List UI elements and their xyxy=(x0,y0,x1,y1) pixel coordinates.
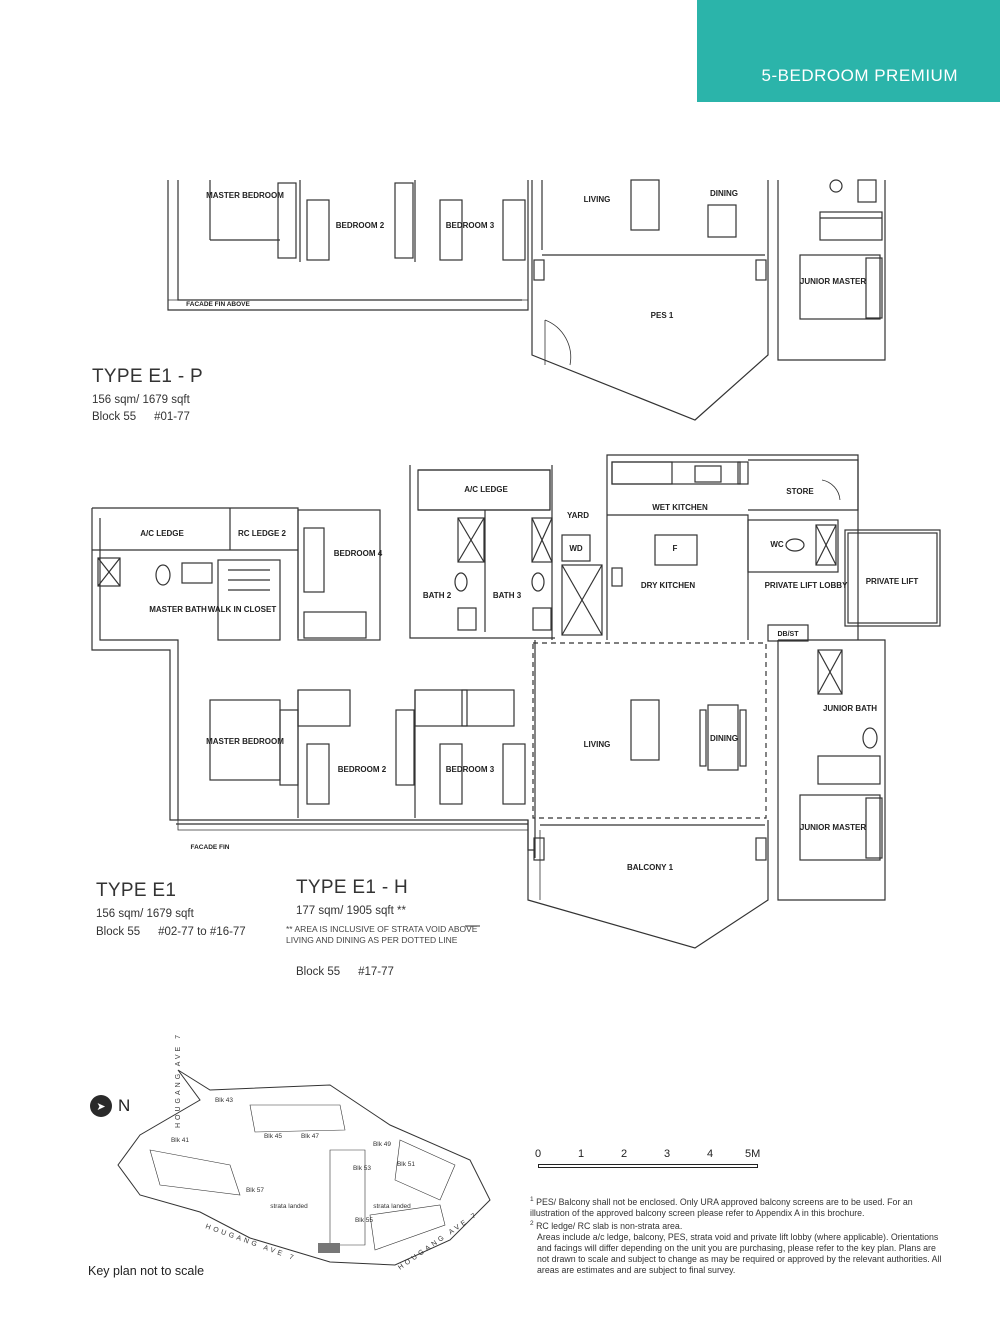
header-banner: 5-BEDROOM PREMIUM xyxy=(697,0,1000,102)
top-junior-master-label: JUNIOR MASTER xyxy=(800,277,866,286)
ac-ledge-top-label: A/C LEDGE xyxy=(464,485,508,494)
keyplan-blk45: Blk 45 xyxy=(264,1133,282,1140)
footnote-2-mark: 2 xyxy=(530,1220,534,1227)
north-arrow-icon: ➤ xyxy=(90,1095,112,1117)
master-bedroom-label: MASTER BEDROOM xyxy=(206,737,284,746)
master-bath-label: MASTER BATH xyxy=(149,605,207,614)
keyplan-blk51: Blk 51 xyxy=(397,1161,415,1168)
ac-ledge-left-label: A/C LEDGE xyxy=(140,529,184,538)
keyplan-caption: Key plan not to scale xyxy=(88,1264,205,1278)
type-e1-block-line: Block 55 #02-77 to #16-77 xyxy=(96,926,246,938)
rc-ledge-label: RC LEDGE 2 xyxy=(238,529,287,538)
fridge-label: F xyxy=(673,544,678,553)
top-bedroom3-label: BEDROOM 3 xyxy=(446,221,495,230)
keyplan-blk57: Blk 57 xyxy=(246,1187,264,1194)
scale-label-0: 0 xyxy=(535,1148,542,1160)
footnote-1: 1 PES/ Balcony shall not be enclosed. On… xyxy=(530,1194,948,1219)
wc-label: WC xyxy=(770,540,784,549)
bedroom3-label: BEDROOM 3 xyxy=(446,765,495,774)
scale-label-1: 1 xyxy=(578,1148,585,1160)
bath2-label: BATH 2 xyxy=(423,591,452,600)
wd-label: WD xyxy=(569,544,583,553)
type-e1-area: 156 sqm/ 1679 sqft xyxy=(96,908,194,920)
keyplan-strata-2: strata landed xyxy=(373,1203,411,1210)
scale-label-5: 5M xyxy=(745,1148,761,1160)
balcony-label: BALCONY 1 xyxy=(627,863,674,872)
keyplan-blk53: Blk 53 xyxy=(353,1165,371,1172)
walk-in-closet-label: WALK IN CLOSET xyxy=(208,605,277,614)
page-title: 5-BEDROOM PREMIUM xyxy=(761,66,958,85)
footnote-2-text: RC ledge/ RC slab is non-strata area. xyxy=(536,1220,683,1231)
north-label: N xyxy=(118,1096,131,1115)
note-leader-line xyxy=(465,925,480,927)
scale-bar-line xyxy=(538,1164,758,1168)
yard-label: YARD xyxy=(567,511,589,520)
living-label: LIVING xyxy=(584,740,611,749)
type-e1h-units: #17-77 xyxy=(358,966,394,978)
keyplan-road-south: HOUGANG AVE 7 xyxy=(204,1223,297,1262)
footnote-1-mark: 1 xyxy=(530,1196,534,1203)
type-e1h-area: 177 sqm/ 1905 sqft ** xyxy=(296,905,406,917)
type-e1-block: Block 55 xyxy=(96,926,141,938)
top-living-label: LIVING xyxy=(584,195,611,204)
type-e1-units: #02-77 to #16-77 xyxy=(158,926,246,938)
type-e1p-title: TYPE E1 - P xyxy=(92,366,204,387)
type-e1h-title: TYPE E1 - H xyxy=(296,877,409,898)
keyplan-blk43: Blk 43 xyxy=(215,1097,233,1104)
type-e1p-units: #01-77 xyxy=(154,411,190,423)
keyplan-blk49: Blk 49 xyxy=(373,1141,391,1148)
type-e1h-note: ** AREA IS INCLUSIVE OF STRATA VOID ABOV… xyxy=(286,924,478,945)
junior-bath-label: JUNIOR BATH xyxy=(823,704,877,713)
store-label: STORE xyxy=(786,487,814,496)
type-e1p-block-line: Block 55 #01-77 xyxy=(92,411,190,423)
keyplan-road-west: HOUGANG AVE 7 xyxy=(175,1032,182,1128)
keyplan-road-east: HOUGANG AVE 7 xyxy=(397,1211,480,1272)
facade-label: FACADE FIN xyxy=(191,844,230,851)
footnote-3: Areas include a/c ledge, balcony, PES, s… xyxy=(537,1232,942,1275)
scale-label-4: 4 xyxy=(707,1148,714,1160)
dry-kitchen-label: DRY KITCHEN xyxy=(641,581,695,590)
top-facade-label: FACADE FIN ABOVE xyxy=(186,301,250,308)
keyplan-blk41: Blk 41 xyxy=(171,1137,189,1144)
scale-label-3: 3 xyxy=(664,1148,671,1160)
junior-master-label: JUNIOR MASTER xyxy=(800,823,866,832)
type-e1p-block: Block 55 xyxy=(92,411,137,423)
north-indicator: ➤ N xyxy=(90,1095,130,1117)
top-pes-label: PES 1 xyxy=(651,311,674,320)
bath3-label: BATH 3 xyxy=(493,591,522,600)
dining-label: DINING xyxy=(710,734,738,743)
private-lift-lobby-label: PRIVATE LIFT LOBBY xyxy=(765,581,848,590)
footnote-1-text: PES/ Balcony shall not be enclosed. Only… xyxy=(530,1196,913,1218)
keyplan-blk47: Blk 47 xyxy=(301,1133,319,1140)
type-e1p-area: 156 sqm/ 1679 sqft xyxy=(92,394,190,406)
keyplan-blk55: Blk 55 xyxy=(355,1217,373,1224)
keyplan-unit-highlight xyxy=(318,1243,340,1253)
bedroom2-label: BEDROOM 2 xyxy=(338,765,387,774)
footnote-2: 2 RC ledge/ RC slab is non-strata area. xyxy=(530,1218,948,1232)
scale-bar: 0 1 2 3 4 5M xyxy=(532,1148,772,1178)
scale-label-2: 2 xyxy=(621,1148,628,1160)
keyplan-strata-1: strata landed xyxy=(270,1203,308,1210)
top-bedroom2-label: BEDROOM 2 xyxy=(336,221,385,230)
wet-kitchen-label: WET KITCHEN xyxy=(652,503,708,512)
bedroom4-label: BEDROOM 4 xyxy=(334,549,383,558)
type-e1-title: TYPE E1 xyxy=(96,880,177,901)
private-lift-label: PRIVATE LIFT xyxy=(866,577,919,586)
top-master-bedroom-label: MASTER BEDROOM xyxy=(206,191,284,200)
top-dining-label: DINING xyxy=(710,189,738,198)
type-e1h-block: Block 55 xyxy=(296,966,341,978)
dbst-label: DB/ST xyxy=(778,631,800,638)
type-e1h-block-line: Block 55 #17-77 xyxy=(296,966,394,978)
